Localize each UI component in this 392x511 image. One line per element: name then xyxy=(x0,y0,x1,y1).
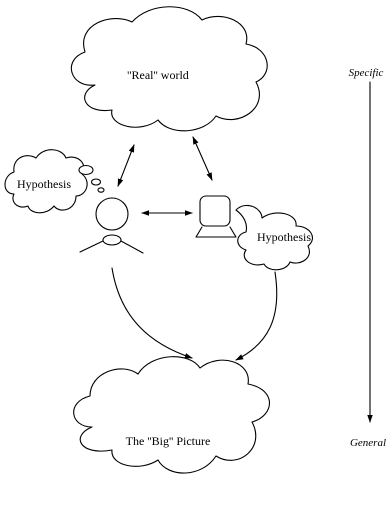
thought-bubble xyxy=(78,164,105,193)
arrow-computer-bigpicture xyxy=(235,271,278,361)
big-picture-label: The ''Big'' Picture xyxy=(126,434,211,448)
person-icon xyxy=(79,197,144,254)
computer-icon xyxy=(195,195,237,238)
specific-label: Specific xyxy=(349,67,384,79)
real-world-label: ''Real'' world xyxy=(127,68,189,82)
human-hypothesis-label: Hypothesis xyxy=(17,177,71,191)
big-picture-cloud: The ''Big'' Picture xyxy=(73,356,270,474)
arrow-person-bigpicture xyxy=(111,267,193,359)
computer-hypothesis-label: Hypothesis xyxy=(257,230,311,244)
real-world-cloud: ''Real'' world xyxy=(70,6,268,132)
human-hypothesis-cloud: Hypothesis xyxy=(4,149,88,214)
general-label: General xyxy=(350,437,386,449)
computer-hypothesis-cloud: Hypothesis xyxy=(235,204,313,271)
arrow-world-computer xyxy=(192,136,213,181)
arrow-world-person xyxy=(117,144,135,187)
